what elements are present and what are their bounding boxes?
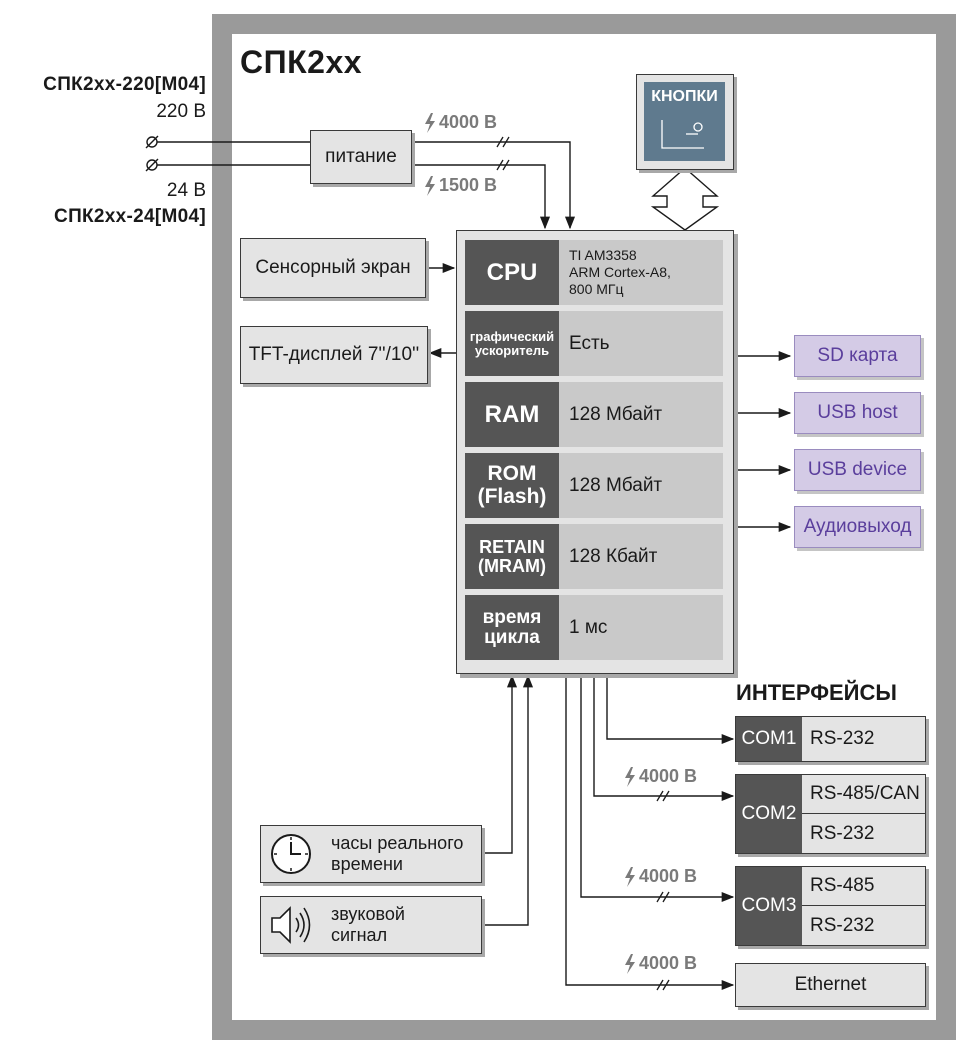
lightning-icon — [625, 953, 635, 974]
model-220-label: СПК2xx-220[M04] — [43, 74, 206, 95]
ethernet-box: Ethernet — [735, 963, 926, 1007]
speaker-icon — [271, 906, 311, 944]
cpu-module: CPU TI AM3358 ARM Cortex-A8, 800 МГц гра… — [456, 230, 734, 674]
interfaces-title: ИНТЕРФЕЙСЫ — [736, 680, 897, 705]
com3-box: COM3 RS-485 RS-232 — [735, 866, 926, 946]
diagram-title: СПК2xx — [240, 44, 363, 80]
com3-port-rs232: RS-232 — [810, 914, 875, 936]
buttons-label: КНОПКИ — [651, 88, 718, 105]
sd-card-box: SD карта — [794, 335, 921, 377]
rom-value: 128 Мбайт — [569, 474, 663, 496]
com2-label: COM2 — [736, 775, 802, 853]
button-icon — [661, 120, 704, 149]
usb-device-box: USB device — [794, 449, 921, 491]
com3-label: COM3 — [736, 867, 802, 945]
rom-row: ROM (Flash) 128 Мбайт — [465, 453, 723, 518]
power-supply-box: питание — [310, 130, 412, 184]
isolation-label-power-24: 1500 В — [424, 175, 497, 196]
audio-out-box: Аудиовыход — [794, 506, 921, 548]
cpu-row: CPU TI AM3358 ARM Cortex-A8, 800 МГц — [465, 240, 723, 305]
com2-port-rs485-can: RS-485/CAN — [802, 775, 925, 814]
cpu-value: TI AM3358 ARM Cortex-A8, 800 МГц — [569, 247, 671, 297]
gpu-row: графический ускоритель Есть — [465, 311, 723, 376]
com3-port-rs485: RS-485 — [802, 867, 925, 906]
retain-key: RETAIN (MRAM) — [465, 524, 559, 589]
isolation-label-com3: 4000 В — [624, 866, 697, 887]
com1-port-rs232: RS-232 — [810, 728, 875, 749]
isolation-label-power-220: 4000 В — [424, 112, 497, 133]
clock-icon — [271, 834, 311, 874]
com2-port-rs232: RS-232 — [810, 822, 875, 844]
isolation-label-ethernet: 4000 В — [624, 953, 697, 974]
lightning-icon — [625, 766, 635, 787]
cycle-time-row: время цикла 1 мс — [465, 595, 723, 660]
lightning-icon — [425, 112, 435, 133]
ram-value: 128 Мбайт — [569, 403, 663, 425]
isolation-label-com2: 4000 В — [624, 766, 697, 787]
com2-box: COM2 RS-485/CAN RS-232 — [735, 774, 926, 854]
buttons-panel: КНОПКИ — [644, 82, 725, 161]
cycle-time-key: время цикла — [465, 595, 559, 660]
com1-label: COM1 — [736, 717, 802, 761]
tft-display-box: TFT-дисплей 7''/10'' — [240, 326, 428, 384]
model-24-label: СПК2xx-24[M04] — [54, 206, 206, 227]
voltage-220-label: 220 В — [156, 101, 206, 122]
touch-screen-box: Сенсорный экран — [240, 238, 426, 298]
lightning-icon — [425, 175, 435, 196]
voltage-24-label: 24 В — [166, 180, 206, 201]
cpu-key: CPU — [465, 240, 559, 305]
retain-value: 128 Кбайт — [569, 545, 658, 567]
ram-key: RAM — [465, 382, 559, 447]
usb-host-box: USB host — [794, 392, 921, 434]
retain-row: RETAIN (MRAM) 128 Кбайт — [465, 524, 723, 589]
lightning-icon — [625, 866, 635, 887]
cycle-time-value: 1 мс — [569, 616, 608, 638]
rom-key: ROM (Flash) — [465, 453, 559, 518]
com1-box: COM1 RS-232 — [735, 716, 926, 762]
ram-row: RAM 128 Мбайт — [465, 382, 723, 447]
gpu-key: графический ускоритель — [465, 311, 559, 376]
buttons-block: КНОПКИ — [636, 74, 734, 170]
buzzer-box: звуковой сигнал — [260, 896, 482, 954]
gpu-value: Есть — [569, 332, 610, 354]
